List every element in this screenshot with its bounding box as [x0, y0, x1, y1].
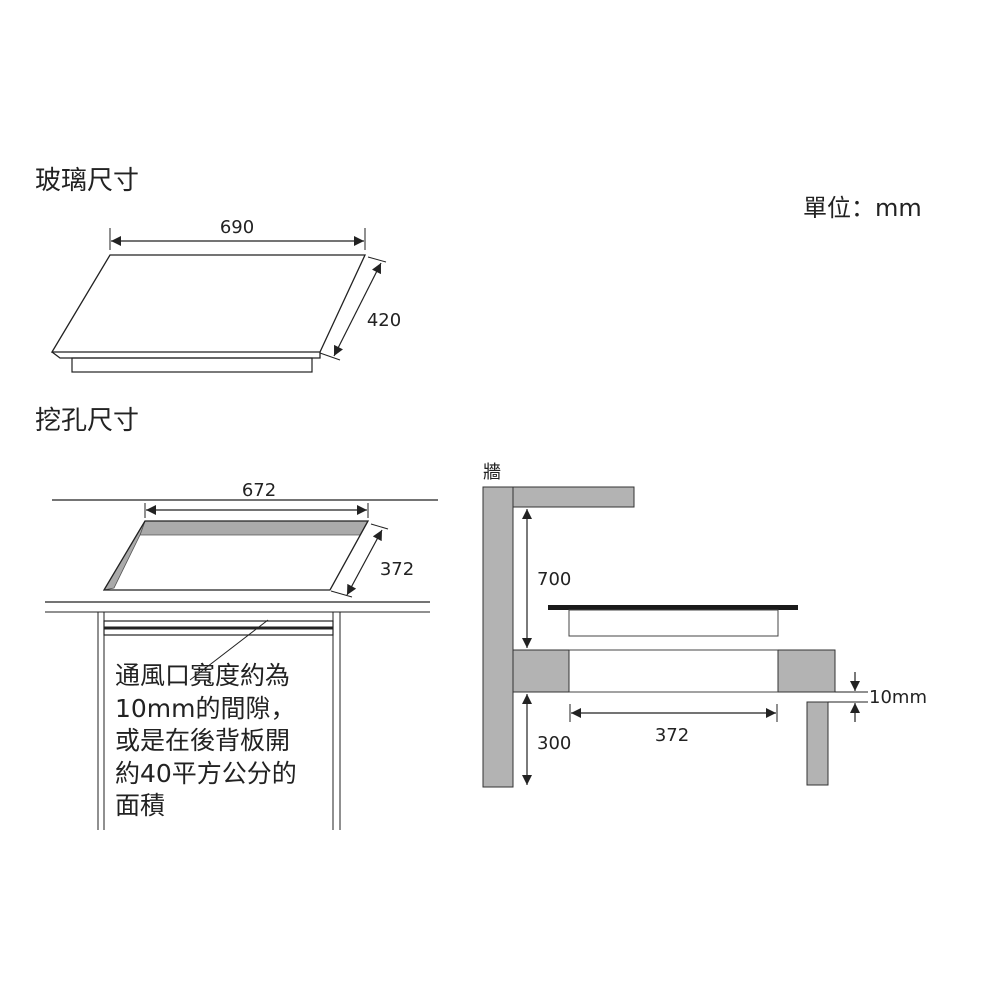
- glass-depth-dimension: 420: [319, 256, 401, 361]
- cutout-width-label: 672: [242, 480, 276, 501]
- gap-10mm-dimension: 10mm: [828, 672, 927, 722]
- glass-size-heading: 玻璃尺寸: [35, 166, 140, 196]
- side-view: 牆: [482, 462, 836, 788]
- height-700-label: 700: [537, 569, 571, 590]
- cutout-outline: [102, 520, 370, 591]
- ventilation-note: 通風口寬度約為 10mm的間隙， 或是在後背板開 約40平方公分的 面積: [115, 661, 297, 820]
- height-300-dimension: 300: [522, 694, 571, 785]
- cutout-depth-label: 372: [380, 559, 414, 580]
- glass-width-label: 690: [220, 217, 254, 238]
- unit-label: 單位：mm: [803, 194, 922, 222]
- cooktop-body: [71, 357, 313, 373]
- glass-depth-label: 420: [367, 310, 401, 331]
- cutout-back-wall: [139, 520, 369, 536]
- cutout-width-dimension: 672: [144, 480, 369, 518]
- gap-10mm-label: 10mm: [869, 687, 927, 708]
- height-700-dimension: 700: [522, 509, 571, 648]
- cutout-depth-dimension: 372: [330, 523, 414, 598]
- countertop-right-block: [777, 649, 836, 693]
- countertop-left-block: [512, 649, 570, 693]
- glass-width-dimension: 690: [109, 217, 366, 250]
- countertop-drawing: [45, 499, 438, 830]
- cooktop-glass: [548, 605, 798, 610]
- glass-edge: [51, 351, 321, 359]
- wall: [482, 486, 514, 788]
- upper-cabinet: [512, 486, 635, 508]
- height-300-label: 300: [537, 733, 571, 754]
- glass-top-surface: [50, 254, 367, 353]
- note-leader-line: [189, 619, 269, 681]
- cooktop-housing: [568, 609, 779, 637]
- glass-drawing: [50, 254, 367, 373]
- opening-372-dimension: 372: [569, 704, 778, 746]
- cabinet-back-panel: [806, 701, 829, 786]
- opening-372-label: 372: [655, 725, 689, 746]
- cutout-size-heading: 挖孔尺寸: [35, 406, 140, 436]
- wall-label: 牆: [483, 462, 501, 483]
